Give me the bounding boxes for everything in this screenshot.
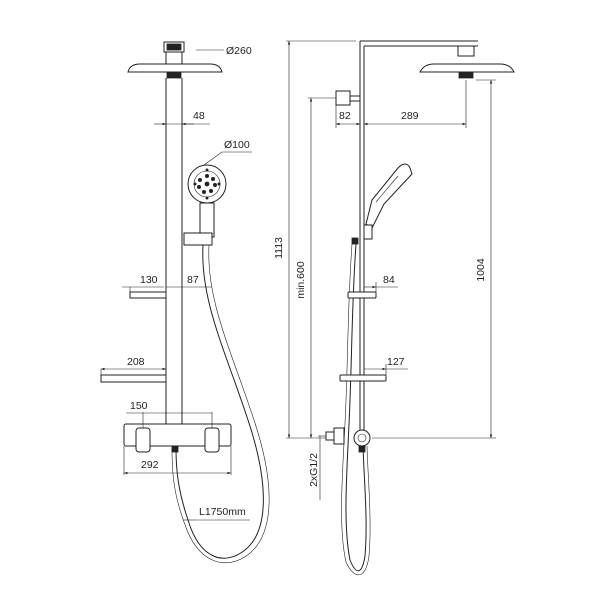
front-rain-shower-head	[127, 41, 223, 79]
dim-mixer-width: 292	[123, 446, 232, 475]
label-total-height: 1113	[273, 237, 285, 259]
label-arm-offset-front: 48	[193, 110, 205, 122]
label-head-height: 1004	[475, 258, 487, 282]
front-riser-pipe	[165, 78, 183, 426]
side-shelf-bottom	[339, 374, 387, 382]
label-shelf-offset: 127	[387, 356, 405, 368]
front-shelf-bottom	[100, 374, 167, 383]
dim-hand-diameter: Ø100	[203, 139, 252, 166]
label-shelf-top-depth: 130	[140, 274, 158, 286]
front-hand-shower	[183, 164, 227, 246]
dim-connection: 2xG1/2	[308, 435, 326, 500]
dim-head-diameter: Ø260	[196, 45, 252, 57]
label-mixer-centres: 150	[130, 400, 148, 412]
label-shelf-bottom-depth: 208	[127, 356, 145, 368]
side-rain-shower-head	[419, 63, 515, 79]
label-holder-offset: 84	[383, 274, 395, 286]
dim-total-height: 1113	[273, 40, 356, 439]
label-mixer-width: 292	[141, 459, 159, 471]
dim-shelf-top: 130 87	[122, 274, 212, 298]
side-shelf-top	[347, 291, 377, 299]
dim-head-height: 1004	[372, 79, 496, 439]
dim-holder-offset: 84	[364, 274, 398, 292]
side-mixer	[325, 427, 371, 453]
side-view: 1113 min.600 1004 82 289 84	[273, 40, 515, 576]
dim-shelf-bottom: 208	[100, 356, 166, 375]
dim-min-height: min.600	[295, 97, 336, 438]
side-hand-shower	[351, 163, 413, 245]
side-overhead-arm	[359, 40, 478, 436]
label-shelf-top-offset: 87	[187, 274, 199, 286]
label-hand-diameter: Ø100	[224, 139, 250, 151]
dim-hose-length: L1750mm	[183, 506, 250, 521]
dim-mixer-centres: 150	[126, 400, 213, 428]
dim-shelf-offset: 127	[364, 356, 408, 375]
side-hose	[345, 243, 367, 572]
label-connection: 2xG1/2	[308, 453, 320, 487]
front-view: Ø260 48 Ø100 130 87 208	[100, 41, 270, 564]
dim-arm-offset-front: 48	[154, 110, 210, 126]
front-shelf-top	[129, 291, 167, 299]
dim-arm-offset-side: 82	[335, 105, 360, 128]
front-thermostatic-mixer	[123, 423, 232, 453]
spray-nozzles	[193, 168, 221, 200]
dim-head-projection: 289	[364, 80, 467, 128]
label-head-diameter: Ø260	[226, 45, 252, 57]
label-head-projection: 289	[401, 110, 419, 122]
label-hose-length: L1750mm	[199, 506, 246, 518]
label-arm-offset-side: 82	[339, 110, 351, 122]
side-wall-bracket	[335, 90, 361, 106]
front-hose	[175, 244, 264, 559]
label-min-height: min.600	[295, 261, 307, 299]
